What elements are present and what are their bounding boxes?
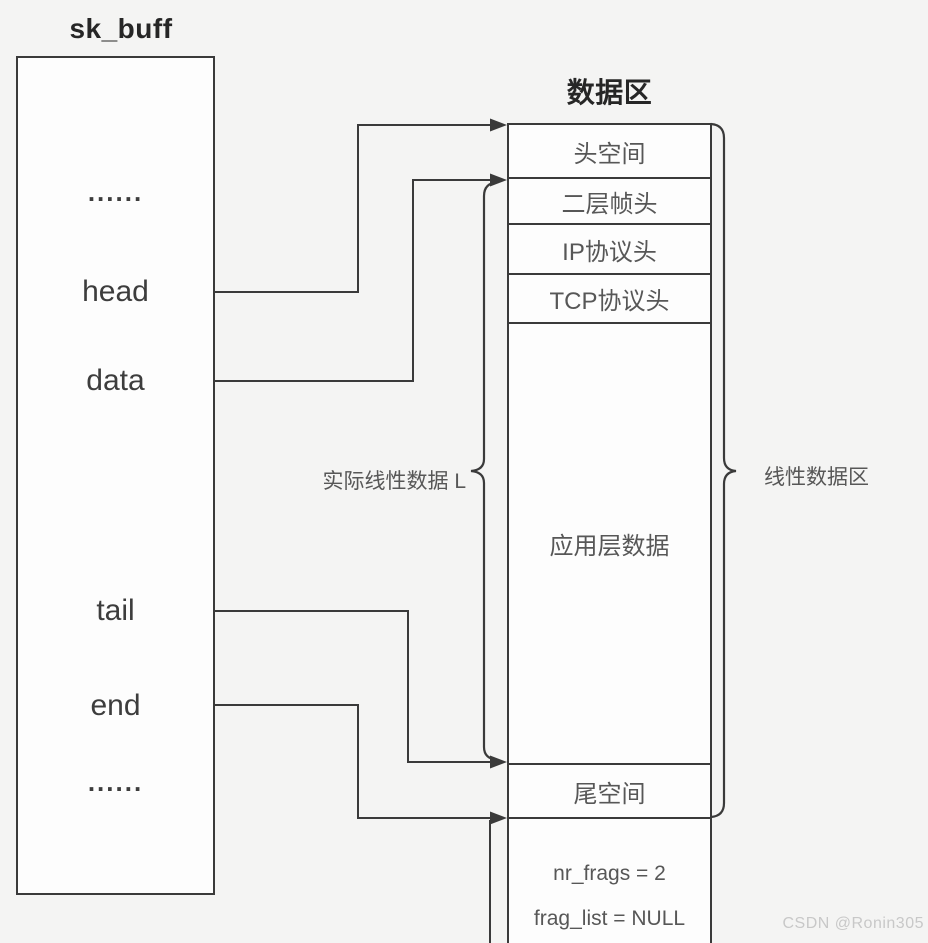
skbuff-field-tail: tail bbox=[96, 594, 135, 627]
head-arrowhead-icon bbox=[490, 118, 507, 132]
data-row-app-data: 应用层数据 bbox=[507, 322, 712, 765]
data-arrowhead-icon bbox=[490, 173, 507, 187]
skbuff-title: sk_buff bbox=[69, 13, 173, 44]
skbuff-field-end: end bbox=[90, 689, 141, 722]
skbuff-field-dots-top: ...... bbox=[87, 177, 144, 207]
end-pointer-line bbox=[215, 704, 491, 819]
actual-linear-data-label: 实际线性数据 L bbox=[322, 470, 466, 493]
data-row-tail-space: 尾空间 bbox=[507, 763, 712, 819]
frags-info-box: nr_frags = 2 frag_list = NULL bbox=[507, 817, 712, 943]
skbuff-box bbox=[16, 56, 215, 895]
linear-data-area-label: 线性数据区 bbox=[764, 466, 869, 489]
data-row-tcp-header: TCP协议头 bbox=[507, 273, 712, 324]
frag-list-value: frag_list = NULL bbox=[533, 907, 686, 930]
skbuff-field-data: data bbox=[86, 364, 145, 397]
end-arrowhead-icon bbox=[490, 811, 507, 825]
nr-frags-value: nr_frags = 2 bbox=[553, 862, 666, 885]
tail-arrowhead-icon bbox=[490, 755, 507, 769]
data-row-head-space: 头空间 bbox=[507, 123, 712, 179]
watermark: CSDN @Ronin305 bbox=[782, 915, 924, 932]
tail-pointer-line bbox=[215, 610, 491, 763]
data-row-ip-header: IP协议头 bbox=[507, 223, 712, 275]
skbuff-field-head: head bbox=[82, 275, 149, 308]
data-row-l2-frame-header: 二层帧头 bbox=[507, 177, 712, 225]
left-curly-brace bbox=[470, 180, 500, 762]
head-pointer-line bbox=[215, 124, 491, 293]
data-pointer-line bbox=[215, 179, 491, 382]
skbuff-field-dots-bottom: ...... bbox=[87, 767, 144, 797]
data-area-title: 数据区 bbox=[566, 77, 653, 108]
right-curly-brace bbox=[709, 122, 737, 819]
